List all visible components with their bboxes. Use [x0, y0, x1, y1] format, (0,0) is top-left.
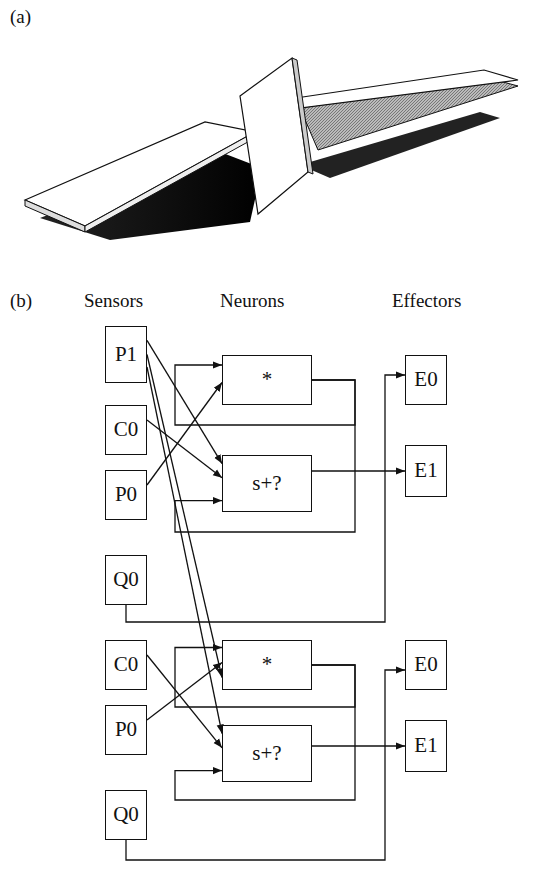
column-header: Effectors — [390, 290, 463, 312]
effector-box: E0 — [405, 355, 447, 405]
connector — [126, 670, 405, 860]
left-plank-top — [25, 122, 255, 226]
node-label: E1 — [414, 734, 437, 757]
sensor-box: C0 — [105, 405, 147, 455]
node-label: C0 — [114, 418, 139, 441]
connector — [312, 745, 405, 746]
effector-box: E0 — [405, 640, 447, 690]
left-plank-edge — [85, 132, 255, 232]
panel-label: (b) — [8, 290, 34, 312]
sensor-box: C0 — [105, 640, 147, 690]
node-label: Q0 — [113, 803, 139, 826]
node-label: E0 — [414, 368, 437, 391]
connector — [147, 355, 222, 678]
column-header: Sensors — [82, 290, 145, 312]
panel-label: (a) — [8, 6, 33, 28]
tilted-plate-edge — [292, 58, 313, 174]
sensor-box: Q0 — [105, 790, 147, 840]
node-label: s+? — [252, 472, 281, 495]
column-header: Neurons — [218, 290, 286, 312]
neuron-box: * — [222, 355, 312, 405]
connector — [147, 663, 222, 721]
node-label: * — [262, 368, 273, 391]
connector — [147, 383, 222, 486]
effector-box: E1 — [405, 720, 447, 772]
sensor-box: P1 — [105, 326, 147, 383]
node-label: P0 — [115, 483, 137, 506]
connector — [126, 375, 405, 622]
sensor-box: Q0 — [105, 555, 147, 605]
node-label: C0 — [114, 653, 139, 676]
effector-box: E1 — [405, 445, 447, 497]
node-label: E1 — [414, 459, 437, 482]
node-label: s+? — [252, 742, 281, 765]
connector — [312, 470, 405, 471]
node-label: P1 — [115, 343, 137, 366]
connector — [147, 367, 222, 734]
right-plank-top — [296, 70, 518, 108]
sensor-box: P0 — [105, 705, 147, 755]
neuron-box: s+? — [222, 725, 312, 782]
left-plank-edge — [25, 200, 85, 232]
node-label: * — [262, 653, 273, 676]
node-label: E0 — [414, 653, 437, 676]
sensor-box: P0 — [105, 470, 147, 520]
neuron-box: s+? — [222, 455, 312, 512]
node-label: P0 — [115, 718, 137, 741]
node-label: Q0 — [113, 568, 139, 591]
connector — [147, 655, 222, 748]
neuron-box: * — [222, 640, 312, 690]
